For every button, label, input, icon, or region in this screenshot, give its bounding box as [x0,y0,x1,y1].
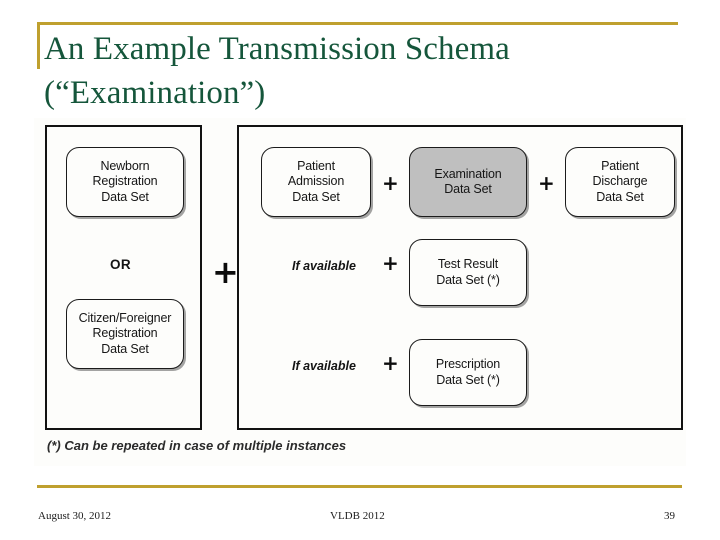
dataset-box-patient-admission: Patient Admission Data Set [261,147,371,217]
dataset-box-test-result: Test Result Data Set (*) [409,239,527,306]
dataset-box-label: Patient Admission Data Set [287,159,345,204]
dataset-box-prescription: Prescription Data Set (*) [409,339,527,406]
dataset-box-citizen-foreigner-registration: Citizen/Foreigner Registration Data Set [66,299,184,369]
page-title: An Example Transmission Schema (“Examina… [44,28,684,115]
condition-label-test-result: If available [292,259,356,273]
plus-operator-row1-b: + [538,171,555,195]
registration-panel: Newborn Registration Data Set OR Citizen… [45,125,202,430]
footer-rule [37,485,682,488]
footer-event: VLDB 2012 [330,510,385,522]
page-title-line-1: An Example Transmission Schema [44,31,510,67]
dataset-box-label: Prescription Data Set (*) [435,357,501,387]
dataset-box-patient-discharge: Patient Discharge Data Set [565,147,675,217]
plus-operator-row3: + [382,351,399,375]
figure-footnote: (*) Can be repeated in case of multiple … [47,438,347,453]
dataset-box-label: Citizen/Foreigner Registration Data Set [78,311,172,356]
dataset-box-label: Patient Discharge Data Set [592,159,648,204]
plus-operator-row2: + [382,251,399,275]
footer-page-number: 39 [664,510,675,522]
title-rule [37,22,678,25]
dataset-box-examination: Examination Data Set [409,147,527,217]
dataset-box-label: Examination Data Set [434,166,502,196]
footer-date: August 30, 2012 [38,510,112,522]
or-operator: OR [110,257,132,272]
dataset-box-label: Test Result Data Set (*) [436,257,500,287]
transmission-schema-diagram: Newborn Registration Data Set OR Citizen… [34,118,686,466]
plus-operator-row1-a: + [382,171,399,195]
dataset-box-newborn-registration: Newborn Registration Data Set [66,147,184,217]
condition-label-prescription: If available [292,359,356,373]
dataset-box-label: Newborn Registration Data Set [92,159,158,204]
examination-episode-panel: Patient Admission Data Set + Examination… [237,125,683,430]
page-title-line-2: (“Examination”) [44,74,266,111]
title-accent-bar [37,22,40,69]
panel-join-plus-operator: + [212,253,239,291]
